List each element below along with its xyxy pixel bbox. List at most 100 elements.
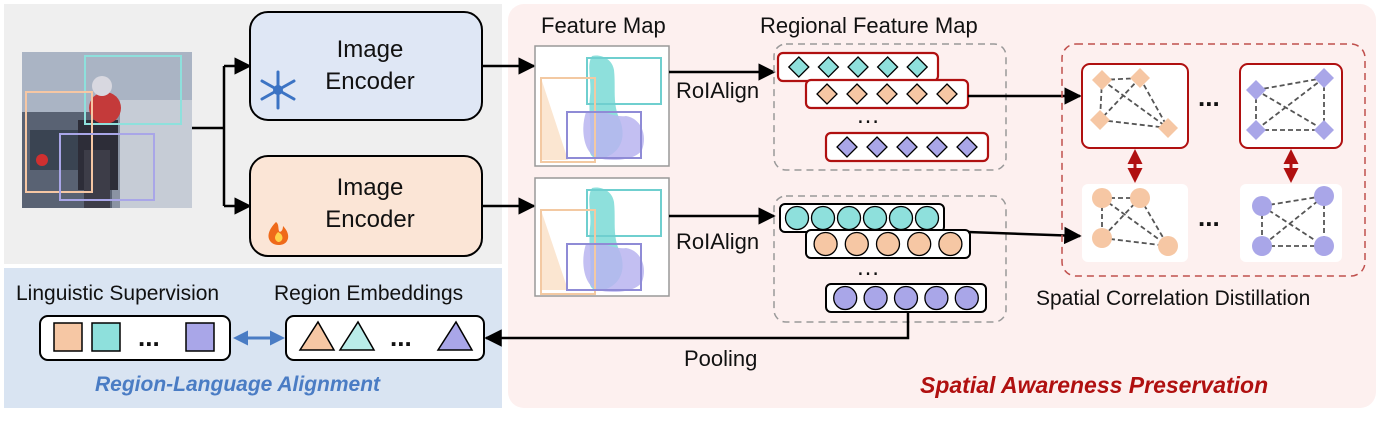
frozen-encoder-line2: Encoder — [325, 68, 415, 95]
feature-diamond — [787, 56, 810, 78]
teacher-correlation-graph-orange — [1090, 68, 1178, 138]
graph-edge — [1139, 77, 1169, 129]
embedding-row-teal — [779, 203, 945, 233]
feature-diamond — [847, 56, 869, 78]
embedding-circle — [784, 205, 810, 231]
embedding-circle — [907, 231, 932, 257]
graph-node — [1092, 228, 1112, 248]
student-correlation-graph-orange — [1092, 188, 1178, 256]
feature-map-title: Feature Map — [541, 13, 666, 38]
graph-node — [1158, 118, 1178, 138]
embedding-circle — [833, 285, 858, 311]
region-embedding-purple — [436, 320, 474, 351]
linguistic-supervision-box — [39, 315, 231, 361]
feature-diamond — [876, 56, 899, 78]
regional-row-orange — [804, 78, 970, 110]
graph-node — [1092, 70, 1112, 90]
feature-diamond — [926, 136, 948, 158]
spatial-correlation-distillation-box — [1061, 43, 1366, 277]
graph-edge — [1101, 77, 1141, 81]
embedding-circle — [813, 231, 838, 257]
graph-edge — [1261, 195, 1325, 247]
embedding-circle — [875, 231, 901, 257]
pooling-arrow — [484, 312, 910, 347]
feature-map-bottom — [534, 177, 670, 297]
region-embeddings-title: Region Embeddings — [274, 282, 464, 305]
embedding-circle — [938, 231, 963, 257]
pooling-label: Pooling — [684, 346, 758, 371]
feature-diamond — [836, 136, 858, 158]
feature-diamond — [846, 83, 868, 105]
feature-diamond — [816, 83, 838, 105]
regional-row-purple — [824, 131, 990, 163]
ellipsis-region: ... — [390, 322, 412, 352]
ellipsis-linguistic: ... — [138, 322, 160, 352]
graph-edge — [1255, 77, 1325, 91]
embedding-row-orange — [805, 229, 971, 259]
embedding-circle — [888, 205, 914, 231]
text-embedding-teal — [91, 322, 121, 352]
roialign-label-top: RoIAlign — [676, 78, 760, 103]
embedding-circle — [810, 205, 836, 231]
graph-node — [1314, 120, 1334, 140]
ellipsis-regional-bottom: … — [856, 254, 880, 281]
feature-map-top — [534, 45, 670, 167]
graph-node — [1158, 236, 1178, 256]
snowflake-icon — [260, 70, 296, 110]
region-language-alignment-title: Region-Language Alignment — [95, 373, 381, 396]
graph-node — [1252, 236, 1272, 256]
teacher-correlation-graph-purple — [1246, 68, 1334, 140]
frozen-encoder-label: Image Encoder — [300, 34, 440, 98]
embedding-circle — [914, 205, 940, 231]
embedding-circle — [954, 285, 979, 311]
spatial-awareness-preservation-title: Spatial Awareness Preservation — [920, 372, 1269, 398]
frozen-encoder-line1: Image — [336, 36, 404, 63]
text-embedding-orange — [53, 322, 83, 352]
feature-diamond — [936, 83, 958, 105]
feature-diamond — [956, 136, 978, 158]
graph-node — [1314, 68, 1334, 88]
embedding-circle — [893, 285, 919, 311]
graph-edge — [1261, 195, 1325, 207]
teacher-graph-purple-box — [1239, 63, 1343, 149]
graph-edge — [1255, 77, 1325, 131]
graph-edge — [1099, 77, 1141, 121]
trainable-encoder-line2: Encoder — [325, 206, 415, 233]
trainable-encoder-label: Image Encoder — [300, 172, 440, 236]
region-embedding-teal — [338, 320, 376, 351]
graph-node — [1252, 196, 1272, 216]
text-embedding-purple — [185, 322, 215, 352]
graph-node — [1130, 68, 1150, 88]
embedding-circle — [862, 205, 888, 231]
graph-edge — [1101, 79, 1169, 129]
feature-diamond — [866, 136, 888, 158]
graph-edge — [1101, 197, 1169, 247]
graph-node — [1090, 110, 1110, 130]
trainable-encoder-line1: Image — [336, 174, 404, 201]
embedding-row-purple — [825, 283, 987, 313]
regional-feature-map-title: Regional Feature Map — [760, 13, 978, 38]
graph-node — [1314, 236, 1334, 256]
graph-edge — [1261, 205, 1325, 247]
feature-diamond — [817, 56, 840, 78]
graph-node — [1314, 186, 1334, 206]
feature-diamond — [896, 136, 918, 158]
roialign-label-bottom: RoIAlign — [676, 229, 760, 254]
spatial-correlation-distillation-label: Spatial Correlation Distillation — [1036, 287, 1311, 310]
feature-diamond — [906, 83, 928, 105]
graph-edge — [1255, 89, 1325, 131]
linguistic-supervision-title: Linguistic Supervision — [16, 282, 220, 305]
feature-diamond — [876, 83, 898, 105]
ellipsis-student-graphs: ... — [1198, 202, 1220, 232]
embedding-circle — [844, 231, 869, 257]
graph-node — [1130, 188, 1150, 208]
fire-icon — [268, 222, 289, 246]
embedding-circle — [836, 205, 862, 231]
graph-node — [1246, 120, 1266, 140]
graph-edge — [1101, 237, 1169, 247]
ellipsis-regional-top: … — [856, 102, 880, 129]
region-embedding-orange — [298, 320, 336, 351]
ellipsis-teacher-graphs: ... — [1198, 82, 1220, 112]
embedding-circle — [863, 285, 888, 311]
